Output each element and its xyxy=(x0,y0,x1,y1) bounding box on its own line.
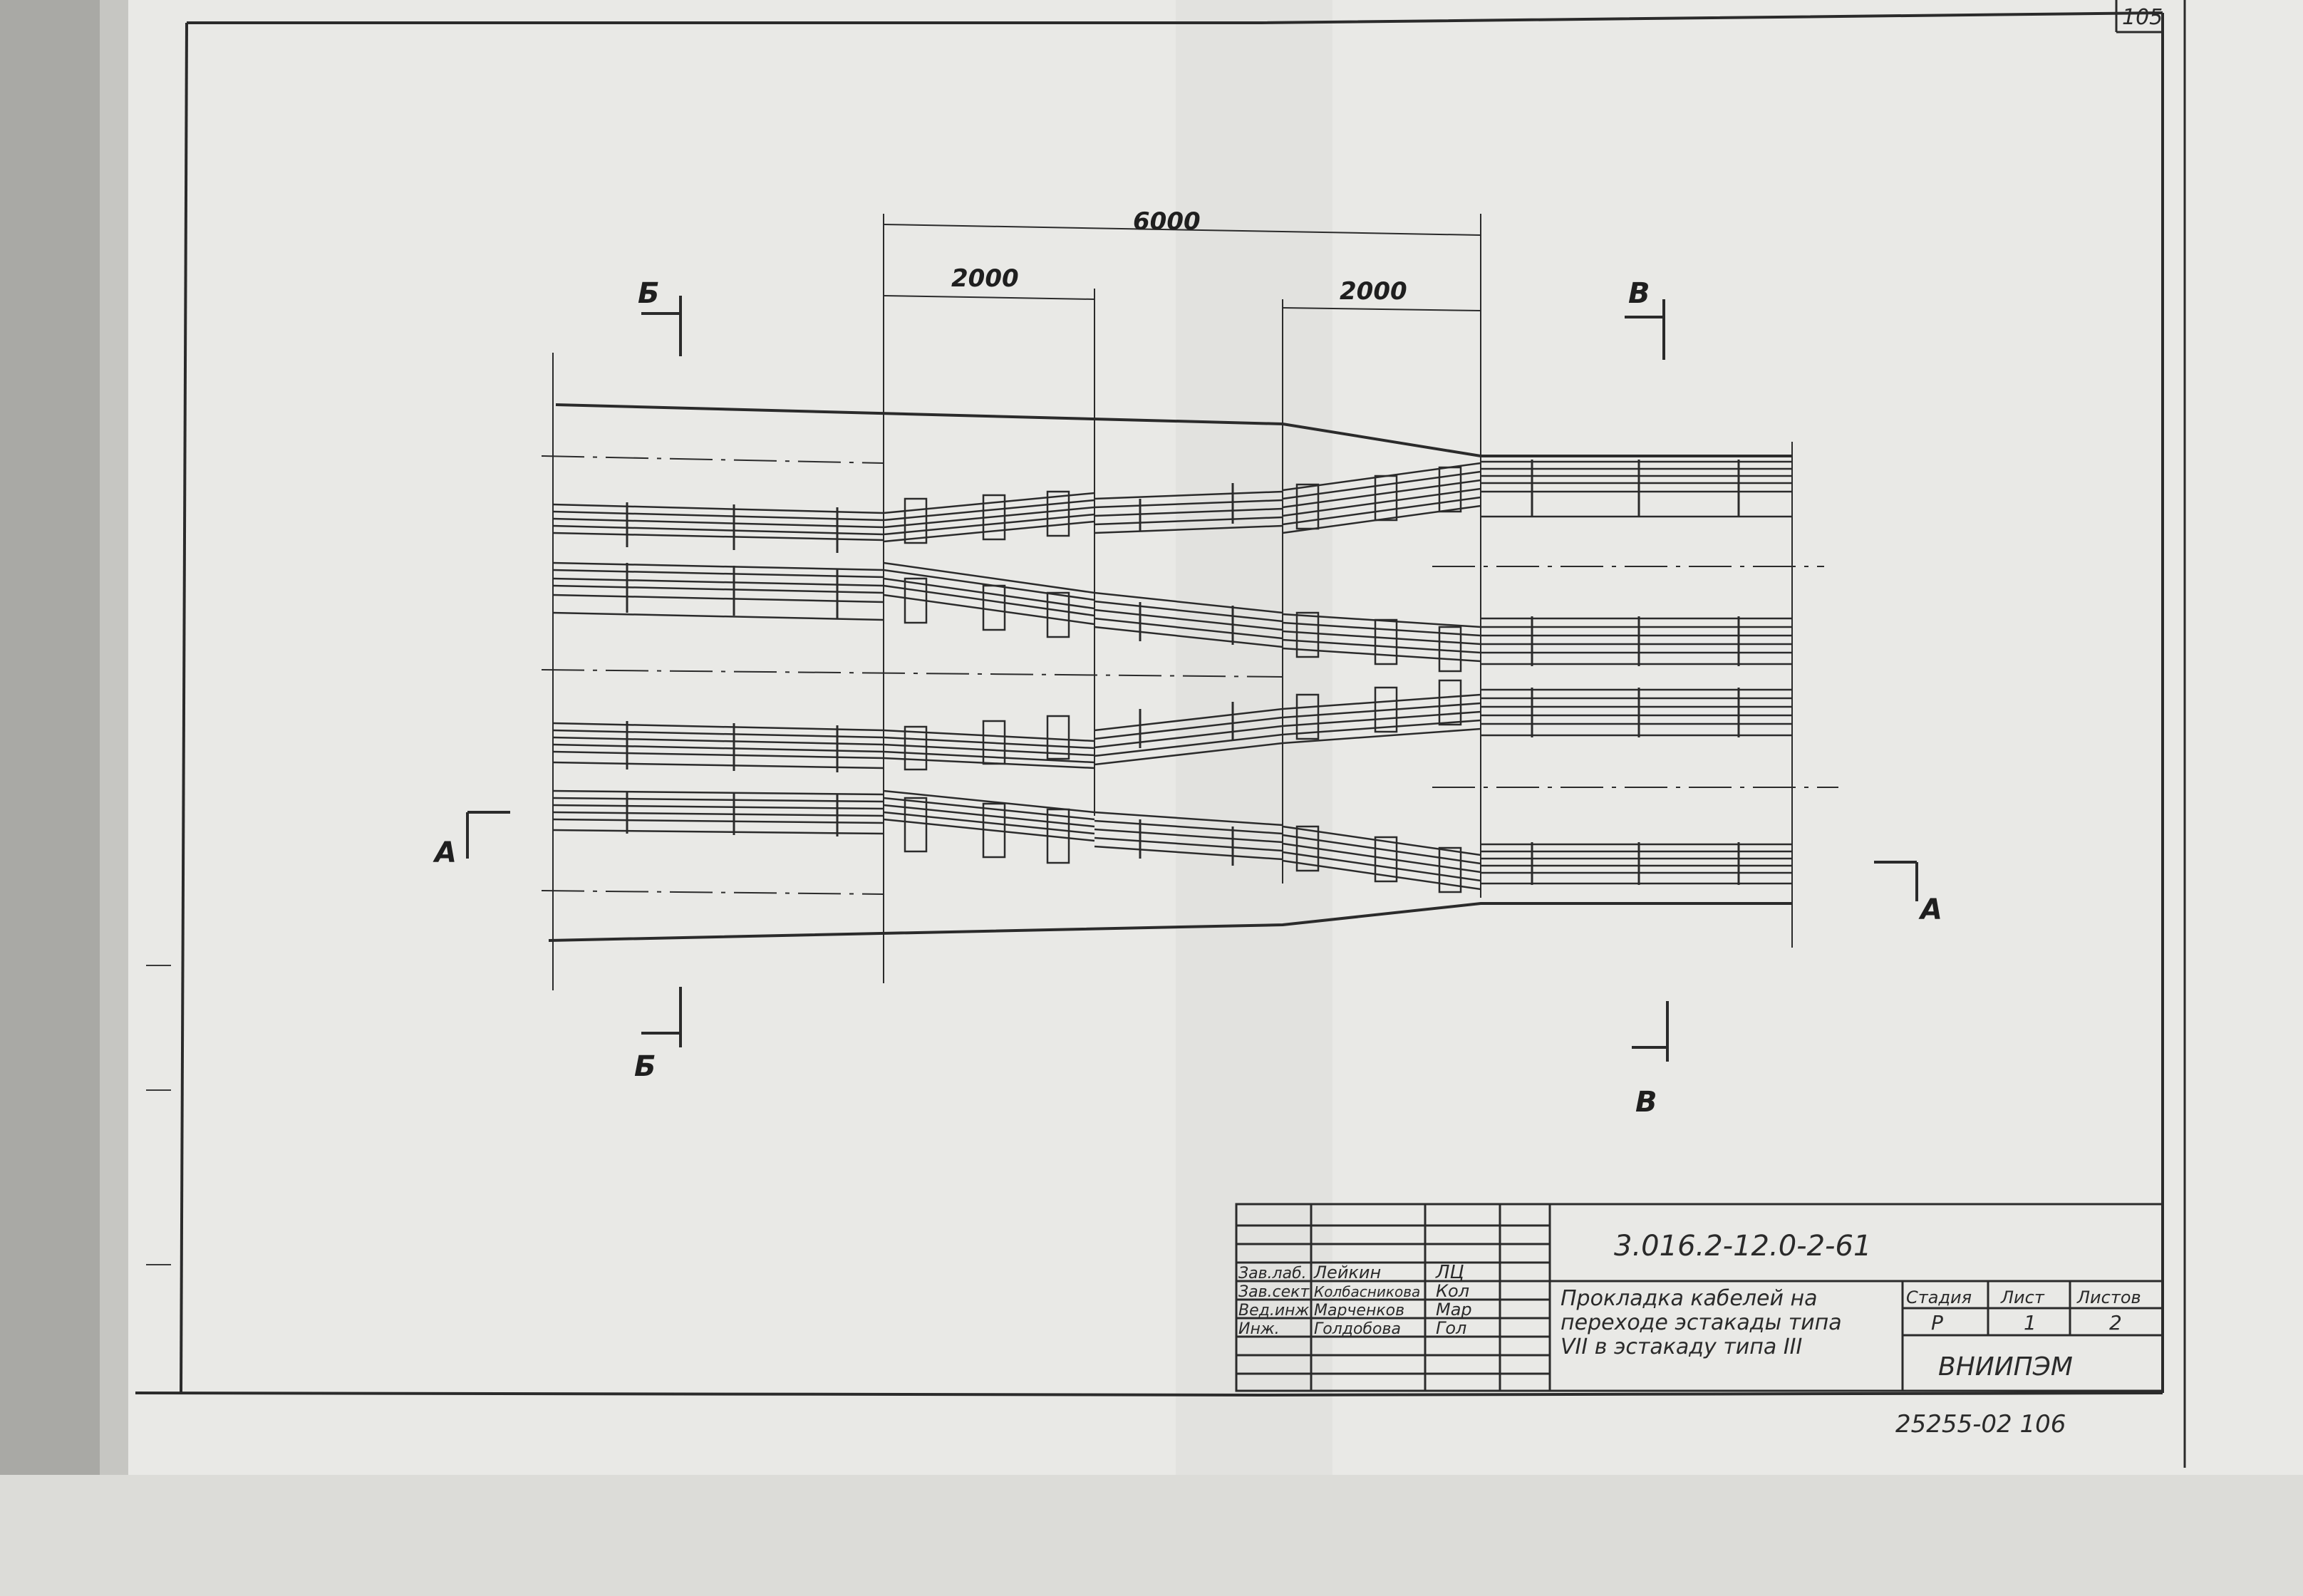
signature-name: Марченков xyxy=(1314,1302,1404,1320)
binding-shadow xyxy=(0,0,100,1596)
extension-lines xyxy=(552,214,1793,990)
dimension-left: 2000 xyxy=(951,264,1019,293)
drawing-designation: 3.016.2-12.0-2-61 xyxy=(1614,1230,1871,1263)
signature-mark: Мар xyxy=(1436,1300,1472,1320)
signature-name: Лейкин xyxy=(1313,1263,1381,1282)
drawing-title-line-3: VII в эстакаду типа III xyxy=(1561,1335,1803,1359)
axis-lines xyxy=(541,455,1838,895)
signature-role: Зав.лаб. xyxy=(1238,1265,1307,1282)
drawing-title-line-2: переходе эстакады типа xyxy=(1561,1310,1842,1335)
section-label-a-left: А xyxy=(433,836,457,869)
mid-posts xyxy=(1139,483,1234,866)
stage-header: Стадия xyxy=(1906,1287,1972,1307)
title-block xyxy=(1235,1203,2164,1392)
cable-transition-3 xyxy=(883,693,1481,770)
page-number: 105 xyxy=(2122,5,2163,30)
signature-mark: Кол xyxy=(1436,1281,1469,1301)
sheets-header: Листов xyxy=(2076,1287,2141,1307)
section-label-a-right: А xyxy=(1918,893,1942,926)
bottom-shadow xyxy=(0,1475,2303,1596)
cable-transition-2 xyxy=(883,561,1481,663)
section-label-b-top: Б xyxy=(638,277,660,310)
section-label-v-top: В xyxy=(1628,277,1650,310)
signature-mark: ЛЦ xyxy=(1435,1262,1464,1283)
signature-name: Голдобова xyxy=(1314,1320,1401,1338)
sheet-value: 1 xyxy=(2024,1311,2037,1335)
section-cut-markers xyxy=(466,296,1918,1062)
upper-outer-wall xyxy=(555,403,1792,457)
plan-view xyxy=(466,214,1918,1062)
sheet-header: Лист xyxy=(2000,1287,2045,1307)
signature-role: Вед.инж. xyxy=(1238,1302,1314,1320)
binding-shadow-inner xyxy=(100,0,128,1596)
lower-outer-wall xyxy=(548,902,1792,942)
section-label-v-bottom: В xyxy=(1635,1086,1657,1119)
cable-transition-4 xyxy=(883,789,1481,891)
drawing-title-line-1: Прокладка кабелей на xyxy=(1561,1286,1818,1311)
sheets-value: 2 xyxy=(2109,1311,2122,1335)
cable-band-left-1 xyxy=(552,503,884,621)
dimension-right: 2000 xyxy=(1340,277,1407,306)
tray-supports xyxy=(626,460,1740,885)
section-label-b-bottom: Б xyxy=(634,1050,656,1083)
margin-ticks xyxy=(146,965,171,1265)
signature-mark: Гол xyxy=(1436,1318,1466,1338)
cable-band-left-2 xyxy=(552,722,884,835)
stage-value: Р xyxy=(1931,1311,1943,1335)
inventory-number: 25255-02 106 xyxy=(1895,1410,2066,1439)
sheet-frame xyxy=(135,11,2164,1397)
signature-role: Зав.сект. xyxy=(1238,1283,1314,1301)
signature-role: Инж. xyxy=(1238,1320,1280,1338)
dimension-overall: 6000 xyxy=(1133,207,1201,236)
organization-name: ВНИИПЭМ xyxy=(1938,1352,2073,1382)
tray-blocks xyxy=(904,466,1462,893)
signature-name: Колбасникова xyxy=(1314,1283,1420,1300)
dimension-lines xyxy=(883,224,1481,311)
